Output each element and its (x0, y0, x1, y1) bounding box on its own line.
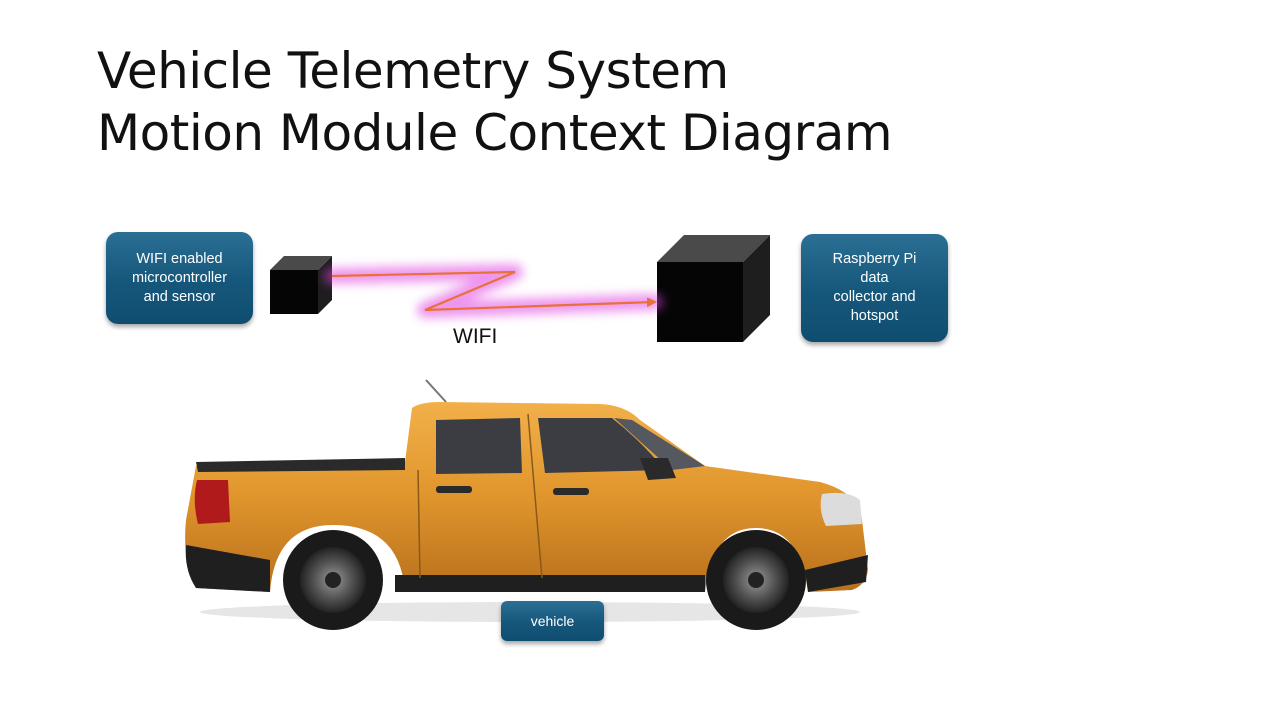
page-title: Vehicle Telemetry System Motion Module C… (97, 40, 893, 164)
title-line-2: Motion Module Context Diagram (97, 104, 893, 162)
microcontroller-node: WIFI enabled microcontroller and sensor (106, 232, 253, 324)
wifi-link-label: WIFI (453, 325, 498, 348)
vehicle-node: vehicle (501, 601, 604, 641)
raspberry-pi-node: Raspberry Pi data collector and hotspot (801, 234, 948, 342)
wifi-link-arrow (324, 264, 663, 318)
raspberry-pi-cube-icon (657, 235, 770, 342)
pickup-truck-icon (185, 379, 869, 630)
title-line-1: Vehicle Telemetry System (97, 42, 729, 100)
microcontroller-cube-icon (270, 256, 332, 314)
